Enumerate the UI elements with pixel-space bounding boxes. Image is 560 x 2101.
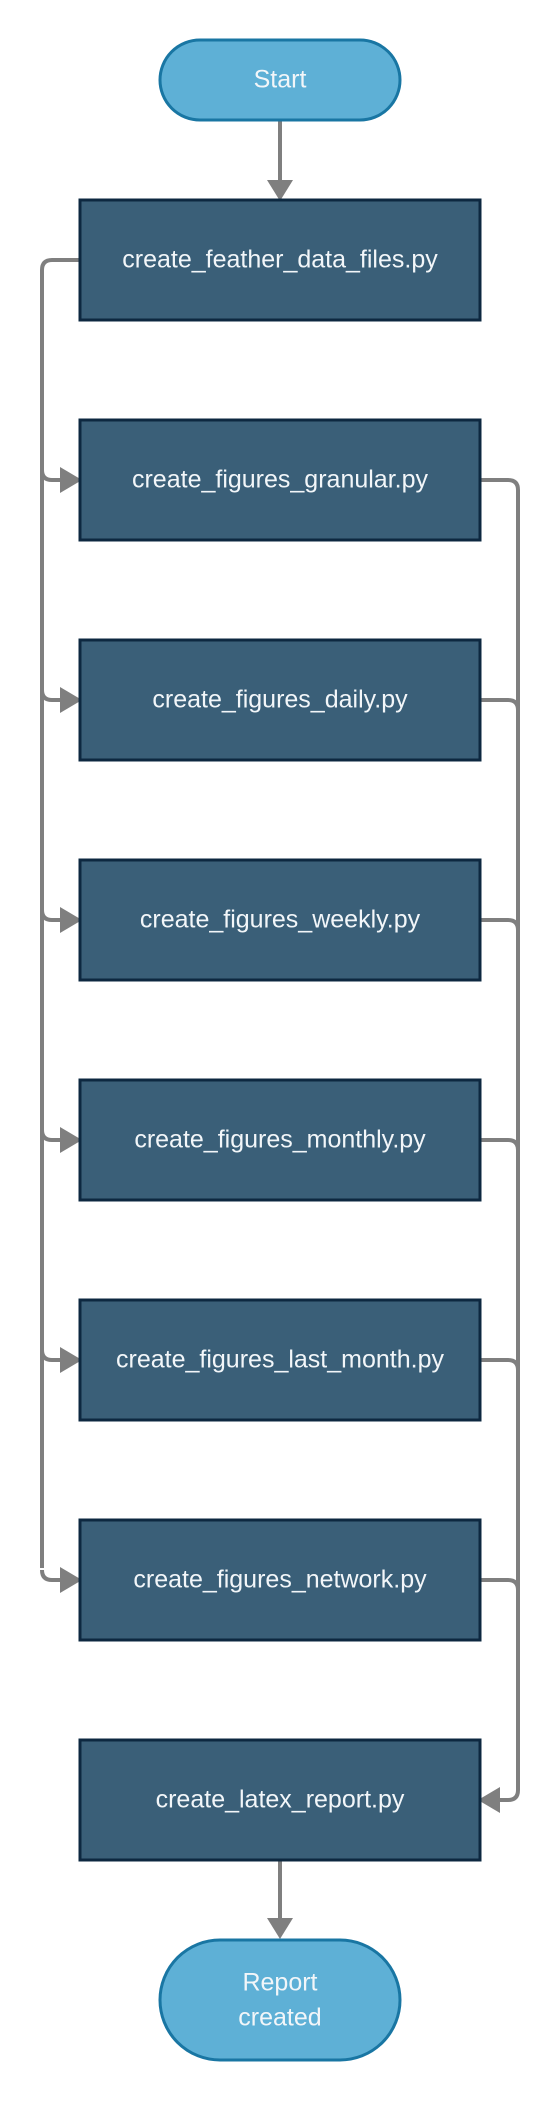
arrowhead [60,467,82,493]
start-label: Start [254,66,307,94]
start-terminal: Start [158,38,402,122]
connector-left-to-daily [40,689,64,702]
arrowhead [60,1127,82,1153]
connector-weekly-to-trunk [480,918,520,931]
end-label-line-1: Report [242,1969,317,1997]
step-daily: create_figures_daily.py [78,638,482,762]
step-label: create_figures_daily.py [152,686,408,714]
arrowhead [267,180,293,201]
step-feather: create_feather_data_files.py [78,198,482,322]
arrowhead [267,1918,293,1939]
step-network: create_figures_network.py [78,1518,482,1642]
step-label: create_latex_report.py [156,1786,405,1814]
connectors [40,120,520,1939]
connector-last-month-to-trunk [480,1358,520,1371]
connector-left-to-monthly [40,1129,64,1142]
connector-left-to-network [40,1569,64,1582]
arrowhead [60,907,82,933]
arrowhead [60,1347,82,1373]
connector-network-to-trunk [480,1578,520,1591]
connector-left-to-granular [40,469,64,482]
step-label: create_figures_last_month.py [116,1346,444,1374]
connector-daily-to-trunk [480,698,520,711]
step-label: create_figures_network.py [133,1566,427,1594]
step-latex-report: create_latex_report.py [78,1738,482,1862]
step-label: create_figures_granular.py [132,466,429,494]
end-label-line-2: created [238,2004,321,2032]
step-granular: create_figures_granular.py [78,418,482,542]
end-terminal: Report created [158,1938,402,2062]
arrowhead [60,687,82,713]
arrowhead [60,1567,82,1593]
step-weekly: create_figures_weekly.py [78,858,482,982]
step-label: create_feather_data_files.py [122,246,438,274]
connector-left-to-weekly [40,909,64,922]
step-last-month: create_figures_last_month.py [78,1298,482,1422]
connector-left-to-last-month [40,1349,64,1362]
step-monthly: create_figures_monthly.py [78,1078,482,1202]
connector-monthly-to-trunk [480,1138,520,1151]
step-label: create_figures_monthly.py [134,1126,426,1154]
connector-left-trunk [40,258,80,1568]
step-label: create_figures_weekly.py [140,906,421,934]
arrowhead [478,1787,500,1813]
connector-right-trunk [480,478,520,1802]
